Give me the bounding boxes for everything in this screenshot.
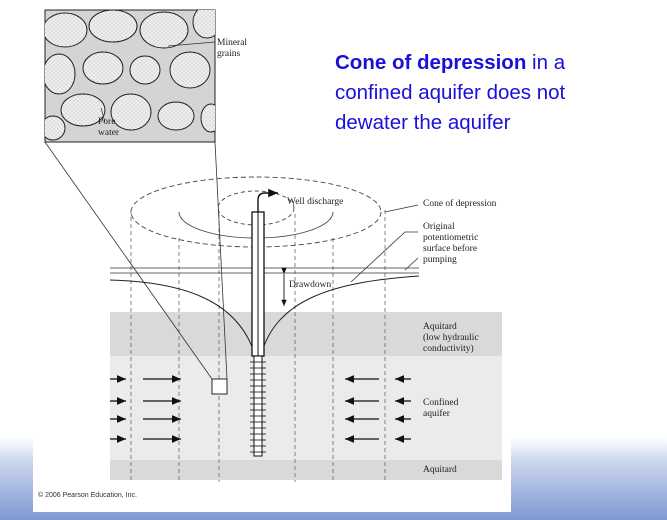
well-screen — [250, 355, 266, 457]
pore-grains-inset — [44, 9, 216, 143]
caption-line3: dewater the aquifer — [335, 111, 511, 134]
sample-box — [211, 378, 228, 395]
well-discharge-pipe — [257, 188, 278, 212]
flow-arrows — [110, 375, 411, 443]
cone-of-depression-curve — [109, 275, 420, 356]
drawdown-label: Drawdown — [289, 280, 332, 290]
confined-aquifer-label: Confined aquifer — [423, 398, 459, 419]
upper-aquitard — [110, 312, 502, 356]
upper-aquitard-label: Aquitard (low hydraulic conductivity) — [423, 322, 479, 354]
label-leaders — [350, 204, 419, 283]
well-discharge-label: Well discharge — [287, 197, 344, 207]
original-surface-label: Original potentiometric surface before p… — [423, 222, 479, 265]
figure-panel: Mineral grains Pore water Well discharge… — [33, 0, 511, 512]
cone-of-depression-diagram — [44, 9, 502, 482]
pore-water-label: Pore water — [98, 117, 120, 138]
caption-line1-rest: in a — [526, 51, 566, 74]
cone-of-depression-label: Cone of depression — [423, 199, 497, 209]
copyright-notice: © 2006 Pearson Education, Inc. — [38, 492, 137, 499]
caption-line2: confined aquifer does not — [335, 81, 566, 104]
mineral-grains-label: Mineral grains — [217, 38, 248, 59]
lower-aquitard — [110, 460, 502, 480]
caption-bold: Cone of depression — [335, 51, 527, 74]
slide-caption: Cone of depression in a confined aquifer … — [335, 48, 665, 138]
lower-aquitard-label: Aquitard — [423, 465, 457, 475]
